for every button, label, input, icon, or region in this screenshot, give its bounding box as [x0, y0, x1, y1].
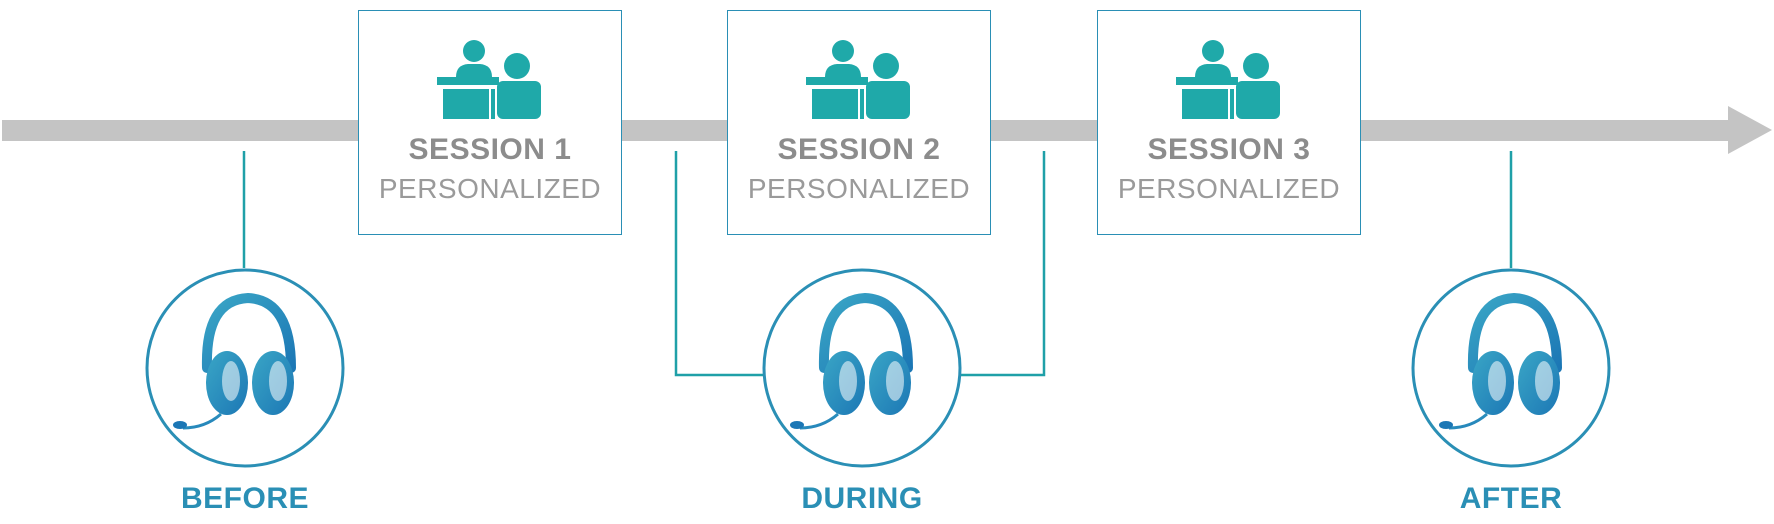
- meeting-people-icon: [806, 40, 910, 119]
- meeting-people-icon: [1176, 40, 1280, 119]
- during-connector: [674, 151, 765, 377]
- headset-icon: [1411, 268, 1611, 468]
- session-3-box: SESSION 3 PERSONALIZED: [1097, 10, 1361, 235]
- phase-label-after: AFTER: [1459, 482, 1563, 515]
- during-connector-right: [960, 151, 1046, 377]
- session-1-title: SESSION 1: [408, 133, 572, 166]
- meeting-people-icon: [437, 40, 541, 119]
- session-1-subtitle: PERSONALIZED: [378, 173, 602, 204]
- session-3-title: SESSION 3: [1147, 133, 1311, 166]
- headset-icon: [762, 268, 962, 468]
- session-2-title: SESSION 2: [777, 133, 941, 166]
- session-2-subtitle: PERSONALIZED: [747, 173, 971, 204]
- phase-label-before: BEFORE: [180, 482, 309, 515]
- session-2-box: SESSION 2 PERSONALIZED: [727, 10, 991, 235]
- session-1-box: SESSION 1 PERSONALIZED: [358, 10, 622, 235]
- phase-label-during: DURING: [801, 482, 923, 515]
- timeline-arrowhead: [1728, 106, 1772, 154]
- headset-icon: [145, 268, 345, 468]
- session-3-subtitle: PERSONALIZED: [1117, 173, 1341, 204]
